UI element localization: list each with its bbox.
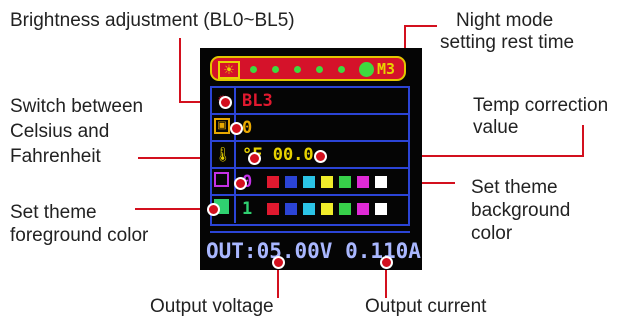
brightness-dot-icon — [316, 66, 323, 73]
row-divider — [234, 88, 236, 113]
swatch-yellow[interactable] — [321, 203, 333, 215]
label-brightness: Brightness adjustment (BL0~BL5) — [10, 10, 295, 31]
label-switch-line2: Celsius and — [10, 121, 110, 142]
background-color-icon — [214, 172, 229, 187]
settings-grid: ✹ BL3 ▣ 0 🌡 °F 00.0 0 — [210, 86, 410, 226]
swatch-magenta[interactable] — [357, 176, 369, 188]
swatch-magenta[interactable] — [357, 203, 369, 215]
label-foreground-line2: foreground color — [10, 225, 149, 246]
label-background-line2: background — [471, 200, 571, 221]
swatch-white[interactable] — [375, 203, 387, 215]
label-night-mode-line1: Night mode — [456, 10, 554, 31]
swatch-green[interactable] — [339, 176, 351, 188]
brightness-level-dot-icon — [359, 62, 374, 77]
mode-label: M3 — [377, 60, 396, 78]
row-divider — [234, 142, 236, 167]
marker-night-mode — [230, 122, 243, 135]
swatch-green[interactable] — [339, 203, 351, 215]
swatch-blue[interactable] — [285, 176, 297, 188]
thermometer-icon: 🌡 — [214, 146, 232, 162]
brightness-dot-icon — [338, 66, 345, 73]
swatch-red[interactable] — [267, 203, 279, 215]
night-mode-value: 0 — [242, 118, 253, 138]
marker-foreground-color — [207, 203, 220, 216]
sun-icon: ☀ — [218, 61, 240, 79]
foreground-color-value: 1 — [242, 199, 253, 219]
marker-output-current — [380, 256, 393, 269]
marker-temp-correction — [314, 150, 327, 163]
device-screen: ☀ M3 ✹ BL3 ▣ 0 🌡 °F 00.0 0 — [200, 48, 422, 270]
label-background-line1: Set theme — [471, 177, 558, 198]
settings-row-foreground[interactable]: 1 — [212, 196, 408, 223]
settings-row-background[interactable]: 0 — [212, 169, 408, 196]
swatch-cyan[interactable] — [303, 176, 315, 188]
brightness-value: BL3 — [242, 91, 273, 111]
label-output-voltage: Output voltage — [150, 296, 274, 317]
marker-output-voltage — [272, 256, 285, 269]
marker-background-color — [234, 177, 247, 190]
swatch-red[interactable] — [267, 176, 279, 188]
swatch-blue[interactable] — [285, 203, 297, 215]
label-switch-line1: Switch between — [10, 96, 144, 117]
row-divider — [234, 196, 236, 223]
settings-row-brightness[interactable]: ✹ BL3 — [212, 88, 408, 115]
label-night-mode-line2: setting rest time — [440, 32, 575, 53]
settings-row-temperature[interactable]: 🌡 °F 00.0 — [212, 142, 408, 169]
marker-celsius — [248, 152, 261, 165]
swatch-white[interactable] — [375, 176, 387, 188]
swatch-yellow[interactable] — [321, 176, 333, 188]
brightness-dot-icon — [272, 66, 279, 73]
top-status-bar: ☀ M3 — [210, 56, 406, 81]
night-timer-icon: ▣ — [214, 118, 230, 134]
label-output-current: Output current — [365, 296, 487, 317]
label-temp-correction-line1: Temp correction — [473, 95, 609, 116]
label-switch-line3: Fahrenheit — [10, 146, 101, 167]
marker-brightness — [219, 96, 232, 109]
swatch-cyan[interactable] — [303, 203, 315, 215]
output-divider — [210, 231, 410, 233]
brightness-dot-icon — [294, 66, 301, 73]
label-temp-correction-line2: value — [473, 117, 519, 138]
brightness-dot-icon — [250, 66, 257, 73]
background-color-value: 0 — [242, 172, 253, 192]
label-foreground-line1: Set theme — [10, 202, 97, 223]
label-background-line3: color — [471, 223, 513, 244]
